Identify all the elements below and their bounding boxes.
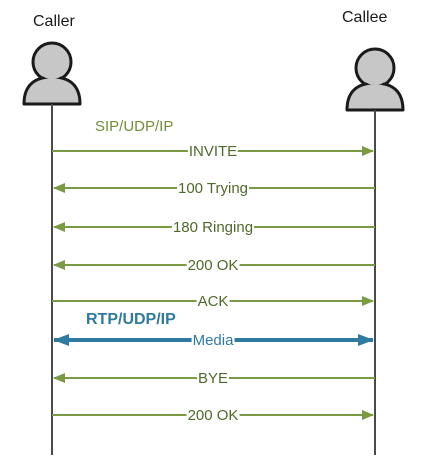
caller-avatar-icon: [22, 41, 82, 106]
message-label: INVITE: [187, 143, 239, 160]
message-label: BYE: [196, 370, 230, 387]
message-label: ACK: [196, 293, 230, 310]
rtp-protocol-label: RTP/UDP/IP: [86, 311, 176, 328]
callee-label: Callee: [342, 9, 388, 26]
message-label: 100 Trying: [176, 180, 250, 197]
caller-label: Caller: [33, 13, 75, 30]
message-label: Media: [191, 332, 235, 349]
callee-avatar-icon: [345, 47, 405, 112]
message-label: 200 OK: [186, 407, 240, 424]
message-label: 200 OK: [186, 257, 240, 274]
sip-protocol-label: SIP/UDP/IP: [95, 118, 174, 135]
message-label: 180 Ringing: [171, 219, 255, 236]
